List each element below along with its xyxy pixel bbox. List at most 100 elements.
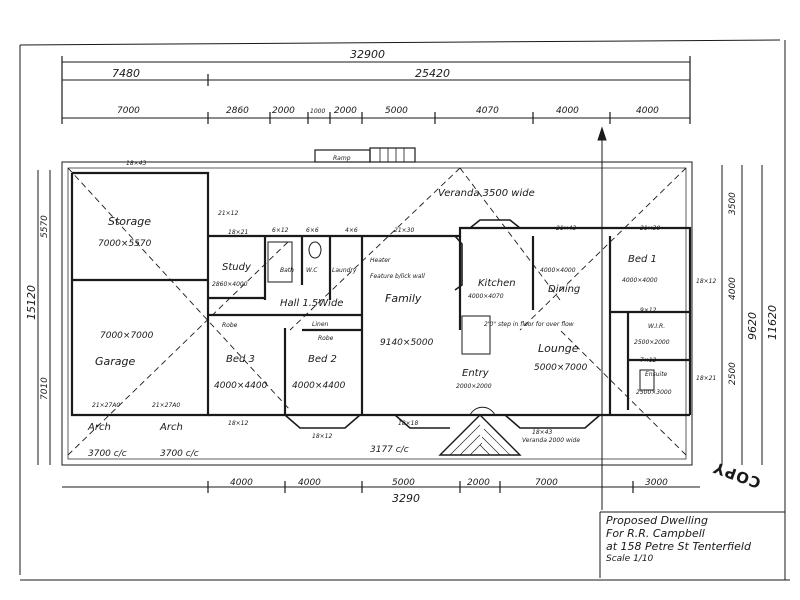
room-robe-1: Robe: [222, 322, 238, 329]
dim-left-2: 7010: [40, 377, 50, 400]
dim-right-1: 4000: [728, 277, 738, 300]
room-garage: Garage: [95, 355, 136, 368]
dim-bottom-4: 7000: [535, 478, 558, 488]
toilet: [308, 241, 322, 259]
room-kitchen-size: 4000×4070: [468, 293, 504, 300]
dim-bottom-overall: 3290: [392, 492, 420, 505]
opening-label: 3700 c/c: [88, 449, 127, 459]
room-storage: Storage: [108, 215, 151, 228]
veranda-bottom: Veranda 2000 wide: [522, 437, 580, 444]
slab-outline: [61, 161, 693, 466]
dim-top-right: 25420: [415, 67, 450, 80]
dim-left-1: 15120: [25, 285, 38, 320]
room-dining: Dining: [548, 284, 580, 295]
room-laundry: Laundry: [332, 267, 357, 274]
window-label: 4×6: [345, 227, 358, 234]
room-bed1: Bed 1: [628, 254, 657, 265]
room-robe-2: Robe: [318, 335, 334, 342]
window-label: 18×12: [312, 433, 332, 440]
room-dining-size: 4000×4000: [540, 267, 576, 274]
window-label: 21×30: [394, 227, 414, 234]
dim-top-third-3: 1000: [310, 108, 325, 115]
dim-top-third-8: 4000: [636, 106, 659, 116]
room-ensuite: Ensuite: [645, 371, 668, 378]
window-label: 18×21: [228, 229, 248, 236]
dim-bottom-2: 5000: [392, 478, 415, 488]
dim-top-third-5: 5000: [385, 106, 408, 116]
dim-overall-top: 32900: [350, 48, 385, 61]
dim-top-third-7: 4000: [556, 106, 579, 116]
room-bed2: Bed 2: [308, 354, 337, 365]
room-garage-size: 7000×7000: [100, 331, 154, 341]
dim-top-left: 7480: [112, 67, 140, 80]
dim-top-third-1: 2860: [226, 106, 249, 116]
dim-top-third-2: 2000: [272, 106, 295, 116]
window-label: 6×6: [306, 227, 319, 234]
room-family: Family: [385, 292, 422, 305]
opening-label: 3700 c/c: [160, 449, 199, 459]
window-label: 21×12: [218, 210, 238, 217]
room-entry-size: 2000×2000: [456, 383, 492, 390]
shower: [639, 369, 655, 391]
room-storage-size: 7000×5570: [98, 239, 152, 249]
window-label: 21×27A0: [152, 402, 180, 409]
pantry: [461, 315, 491, 355]
arch-1: Arch: [87, 422, 111, 433]
title-line-3: at 158 Petre St Tenterfield: [606, 540, 751, 553]
dim-right-0: 3500: [728, 192, 738, 215]
room-feature-wall: Feature b/lick wall: [370, 273, 425, 280]
frame-top-line: [19, 39, 781, 46]
room-linen: Linen: [312, 321, 329, 328]
room-lounge: Lounge: [538, 342, 579, 355]
opening-label: 3177 c/c: [370, 445, 409, 455]
floor-step-note: 2'0" step in floor for over flow: [484, 321, 574, 328]
room-wc: W.C: [306, 267, 318, 274]
room-heater: Heater: [370, 257, 391, 264]
ramp-label: Ramp: [333, 155, 351, 162]
dim-top-third-0: 7000: [117, 106, 140, 116]
room-lounge-size: 5000×7000: [534, 363, 588, 373]
title-line-1: Proposed Dwelling: [606, 514, 708, 527]
veranda-top: Veranda 3500 wide: [438, 188, 535, 199]
window-label: 21×27A0: [92, 402, 120, 409]
bathtub: [267, 241, 293, 283]
arch-2: Arch: [159, 422, 183, 433]
dim-right-3: 9620: [746, 312, 759, 340]
dim-right-4: 11620: [766, 305, 779, 340]
slab-outline-inner: [67, 167, 687, 460]
room-ensuite-size: 2500×3000: [636, 389, 672, 396]
room-kitchen: Kitchen: [478, 278, 516, 289]
window-label: 7×12: [640, 357, 657, 364]
room-study: Study: [222, 262, 252, 273]
title-block: Proposed Dwelling For R.R. Campbell at 1…: [606, 514, 788, 576]
room-bed1-size: 4000×4000: [622, 277, 658, 284]
steps: [369, 147, 416, 163]
room-bath: Bath: [280, 267, 294, 274]
room-wir-size: 2500×2000: [634, 339, 670, 346]
title-scale: Scale 1/10: [606, 554, 654, 564]
window-label: 18×12: [696, 278, 716, 285]
window-label: 21×43: [556, 225, 576, 232]
window-label: 21×30: [640, 225, 660, 232]
room-entry: Entry: [462, 368, 490, 379]
room-family-size: 9140×5000: [380, 338, 434, 348]
window-label: 6×12: [272, 227, 289, 234]
roof-hip-lines: [67, 167, 687, 456]
room-study-size: 2860×4000: [212, 281, 248, 288]
dim-bottom-3: 2000: [467, 478, 490, 488]
window-label: 18×21: [696, 375, 716, 382]
window-label: 18×43: [126, 160, 146, 167]
house-walls: [70, 171, 692, 417]
room-bed2-size: 4000×4400: [292, 381, 346, 391]
room-hall: Hall 1.5Wide: [280, 298, 343, 309]
dim-left-0: 5570: [40, 215, 50, 238]
window-label: 18×18: [398, 420, 418, 427]
dim-top-third-4: 2000: [334, 106, 357, 116]
title-line-2: For R.R. Campbell: [606, 527, 705, 540]
north-arrow-icon: [597, 126, 607, 141]
dim-top-third-6: 4070: [476, 106, 499, 116]
window-label: 18×12: [228, 420, 248, 427]
window-label: 18×43: [532, 429, 552, 436]
dim-bottom-0: 4000: [230, 478, 253, 488]
